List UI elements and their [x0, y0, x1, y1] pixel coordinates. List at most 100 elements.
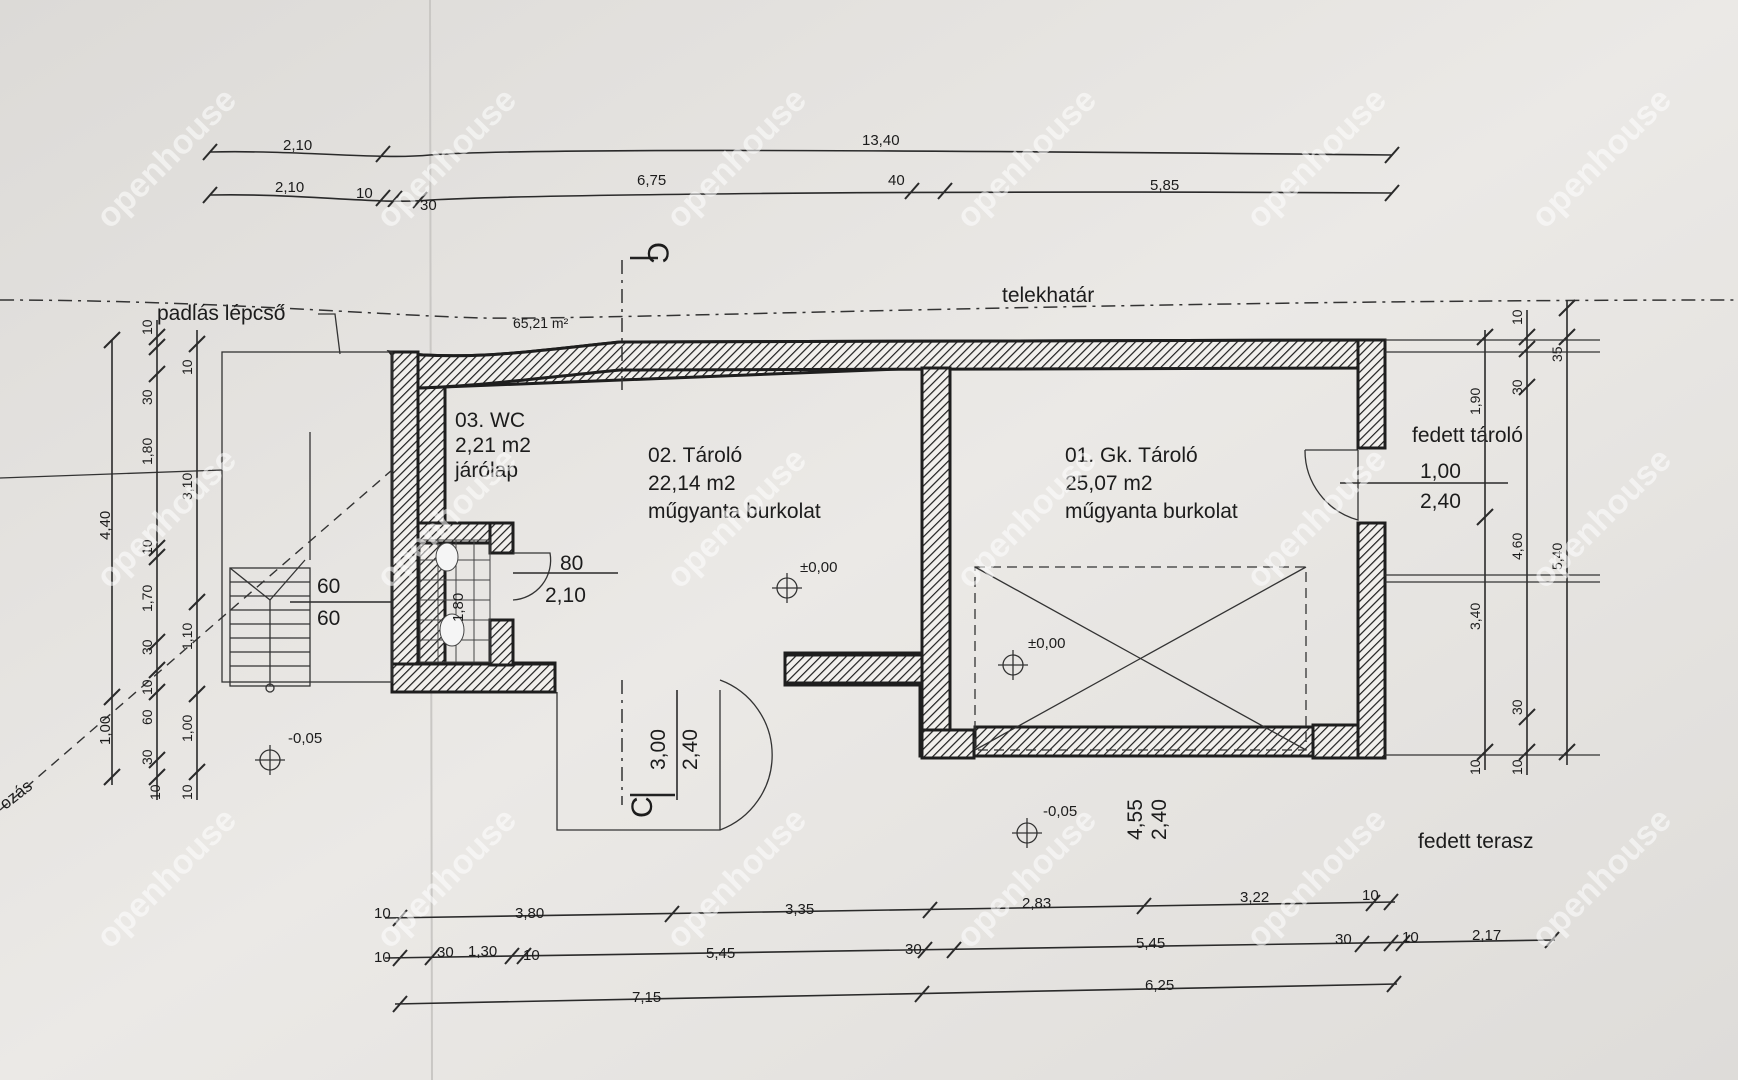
svg-text:40: 40 [888, 172, 905, 189]
svg-text:6,75: 6,75 [637, 172, 666, 189]
svg-text:3,10: 3,10 [179, 473, 195, 500]
svg-text:5,85: 5,85 [1150, 177, 1179, 194]
svg-text:30: 30 [437, 944, 454, 961]
svg-text:1,30: 1,30 [468, 943, 497, 960]
svg-text:1,00: 1,00 [97, 716, 114, 745]
svg-text:10: 10 [147, 784, 163, 800]
svg-text:1,00: 1,00 [1420, 460, 1461, 483]
svg-text:3,22: 3,22 [1240, 889, 1269, 906]
svg-text:3,40: 3,40 [1467, 603, 1483, 630]
svg-text:30: 30 [139, 749, 155, 765]
wc-door-swing [512, 552, 552, 601]
svg-text:30: 30 [1509, 379, 1525, 395]
svg-text:5,45: 5,45 [1136, 935, 1165, 952]
svg-text:10: 10 [374, 949, 391, 966]
svg-text:-0,05: -0,05 [288, 730, 322, 747]
svg-text:10: 10 [139, 319, 155, 335]
dim-right-col2: 10 30 4,60 30 10 [1509, 309, 1536, 775]
svg-text:2,10: 2,10 [545, 584, 586, 607]
svg-text:10: 10 [374, 905, 391, 922]
svg-text:30: 30 [139, 389, 155, 405]
svg-text:2,40: 2,40 [1420, 490, 1461, 513]
telekhatar-label: telekhatár [1002, 284, 1094, 307]
svg-text:10: 10 [1362, 887, 1379, 904]
area-total-label: 65,21 m² [513, 315, 569, 331]
padlas-label: padlás lépcső [157, 302, 285, 325]
attic-outline [0, 351, 393, 683]
storage-door-swing [556, 679, 773, 831]
attic-stairs [229, 559, 311, 693]
svg-text:22,14 m2: 22,14 m2 [648, 472, 736, 495]
svg-text:1,70: 1,70 [139, 585, 155, 612]
diagonal-dashed [0, 469, 393, 811]
dim-right-col1: 1,90 3,40 10 [1467, 328, 1494, 775]
svg-text:30: 30 [420, 197, 437, 214]
storage-room-label: 02. Tároló 22,14 m2 műgyanta burkolat [648, 444, 821, 523]
wall-east-lower [1356, 521, 1387, 760]
svg-text:1,80: 1,80 [139, 438, 155, 465]
wc-room-label: 03. WC 2,21 m2 járólap [454, 409, 531, 482]
svg-text:10: 10 [139, 539, 155, 555]
svg-text:3,00: 3,00 [647, 729, 670, 770]
svg-text:30: 30 [1509, 699, 1525, 715]
wall-south-storage [783, 653, 927, 685]
svg-text:2,10: 2,10 [275, 179, 304, 196]
svg-text:1,90: 1,90 [1467, 388, 1483, 415]
dim-storage-door: 3,00 2,40 [647, 690, 702, 800]
svg-text:10: 10 [1509, 309, 1525, 325]
svg-text:30: 30 [905, 941, 922, 958]
dim-left-mid: 10 30 1,80 10 1,70 30 10 60 30 10 [139, 319, 166, 800]
dim-bottom-row3: 7,15 6,25 [392, 975, 1402, 1013]
side-door-swing [1304, 449, 1359, 521]
svg-text:10: 10 [1467, 759, 1483, 775]
wall-south-garage-left [920, 728, 976, 760]
svg-text:01. Gk. Tároló: 01. Gk. Tároló [1065, 444, 1198, 467]
dim-right-col3: 35 5,40 [1549, 299, 1576, 765]
svg-text:25,07 m2: 25,07 m2 [1065, 472, 1153, 495]
svg-text:4,40: 4,40 [97, 511, 114, 540]
wall-east-upper [1356, 338, 1387, 450]
fedett-tarolo-label: fedett tároló [1412, 424, 1523, 447]
svg-text:10: 10 [179, 359, 195, 375]
dim-wc-small: 60 60 1,80 [290, 575, 467, 630]
svg-text:10: 10 [1402, 929, 1419, 946]
wc-wall-2 [488, 521, 515, 555]
section-mark-bottom: C [626, 796, 659, 818]
svg-text:30: 30 [139, 639, 155, 655]
svg-text:járólap: járólap [454, 459, 518, 482]
svg-text:4,55: 4,55 [1124, 799, 1147, 840]
svg-text:35: 35 [1549, 346, 1565, 362]
garage-door-outline [974, 566, 1307, 751]
svg-text:30: 30 [1335, 931, 1352, 948]
property-line [0, 299, 1738, 319]
svg-text:2,83: 2,83 [1022, 895, 1051, 912]
dim-side-door: 1,00 2,40 [1340, 460, 1508, 513]
svg-text:3,80: 3,80 [515, 905, 544, 922]
svg-text:5,45: 5,45 [706, 945, 735, 962]
section-line [621, 256, 675, 805]
dim-left-inner: 10 3,10 1,10 1,00 10 [179, 330, 206, 800]
svg-text:02. Tároló: 02. Tároló [648, 444, 742, 467]
svg-text:műgyanta burkolat: műgyanta burkolat [1065, 500, 1238, 523]
svg-text:2,40: 2,40 [1148, 799, 1171, 840]
svg-text:±0,00: ±0,00 [800, 559, 837, 576]
dim-left-outer: 4,40 1,00 [97, 331, 121, 786]
level-marker-left: -0,05 [255, 730, 322, 775]
svg-text:10: 10 [523, 947, 540, 964]
svg-text:80: 80 [560, 552, 583, 575]
padlas-leader [318, 313, 341, 355]
wall-south-wc [390, 662, 557, 694]
svg-text:műgyanta burkolat: műgyanta burkolat [648, 500, 821, 523]
svg-text:13,40: 13,40 [862, 132, 900, 149]
garage-room-label: 01. Gk. Tároló 25,07 m2 műgyanta burkola… [1065, 444, 1238, 523]
svg-text:60: 60 [139, 709, 155, 725]
svg-text:60: 60 [317, 575, 340, 598]
svg-text:5,40: 5,40 [1549, 543, 1565, 570]
level-marker-garage: ±0,00 [998, 635, 1065, 680]
wc-wall-3 [488, 618, 515, 667]
svg-text:6,25: 6,25 [1145, 977, 1174, 994]
svg-text:1,00: 1,00 [179, 715, 195, 742]
svg-text:2,10: 2,10 [283, 137, 312, 154]
